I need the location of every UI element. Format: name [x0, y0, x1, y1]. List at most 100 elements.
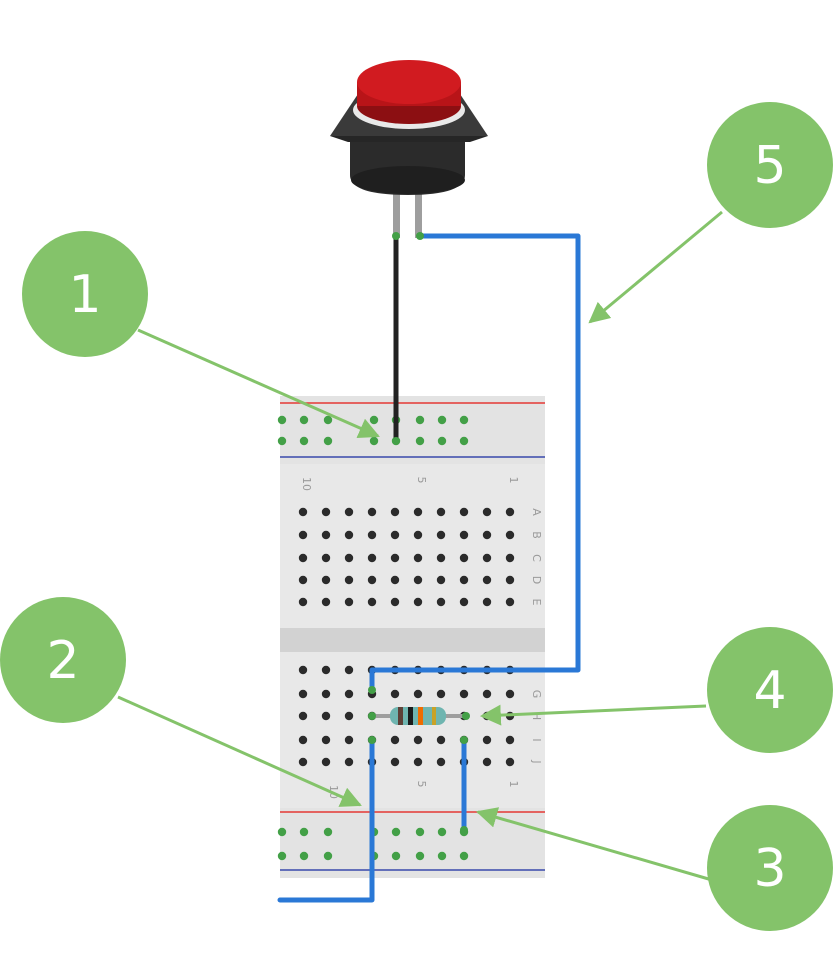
resistor-band-4 [432, 707, 436, 725]
button-leg-right [415, 188, 422, 238]
breadboard-hole [505, 689, 515, 699]
callout-4: 4 [707, 627, 833, 753]
callout-4-circle [707, 627, 833, 753]
breadboard-hole [505, 530, 515, 540]
rail-hole [299, 851, 309, 861]
breadboard-hole [390, 597, 400, 607]
breadboard-hole [390, 507, 400, 517]
breadboard-hole [436, 689, 446, 699]
resistor-band-1 [398, 707, 403, 725]
breadboard-hole [413, 553, 423, 563]
top-power-rail [280, 396, 545, 464]
resistor-band-3 [418, 707, 423, 725]
callout-2-label: 2 [46, 631, 79, 691]
breadboard-hole [367, 530, 377, 540]
breadboard-hole [367, 553, 377, 563]
breadboard: 10 5 1 10 5 1 A B C D E G H I J [277, 396, 545, 878]
breadboard-hole [390, 689, 400, 699]
breadboard-hole [482, 575, 492, 585]
rail-hole [415, 436, 425, 446]
callout-arrow-4 [479, 704, 707, 726]
breadboard-hole [390, 575, 400, 585]
resistor-end-left [368, 712, 376, 720]
blue-wire-ground [277, 737, 375, 903]
center-channel [280, 628, 545, 652]
breadboard-hole [413, 575, 423, 585]
breadboard-hole [459, 530, 469, 540]
callout-arrow-5 [588, 210, 723, 324]
rail-hole [391, 827, 401, 837]
breadboard-hole [321, 507, 331, 517]
breadboard-hole [298, 665, 308, 675]
breadboard-hole [321, 689, 331, 699]
row-letter-i: I [530, 738, 543, 741]
rail-hole [277, 415, 287, 425]
breadboard-hole [321, 735, 331, 745]
breadboard-hole [436, 507, 446, 517]
row-letter-c: C [530, 554, 543, 562]
breadboard-hole [459, 689, 469, 699]
rail-hole [369, 436, 379, 446]
callout-3-label: 3 [753, 839, 786, 899]
breadboard-hole [482, 553, 492, 563]
button-body-bottom [351, 166, 465, 194]
rail-hole [459, 436, 469, 446]
breadboard-hole [367, 575, 377, 585]
callout-1: 1 [22, 231, 148, 357]
breadboard-hole [390, 735, 400, 745]
breadboard-hole [344, 689, 354, 699]
row-letter-h: H [530, 712, 543, 720]
column-number-1-bottom: 1 [507, 781, 520, 788]
breadboard-hole [298, 507, 308, 517]
button-leg-left [393, 188, 400, 238]
rail-hole [299, 436, 309, 446]
rail-hole [277, 436, 287, 446]
breadboard-hole [298, 735, 308, 745]
breadboard-hole [344, 507, 354, 517]
row-letter-a: A [530, 508, 543, 516]
breadboard-hole [482, 757, 492, 767]
breadboard-hole [505, 575, 515, 585]
breadboard-hole [459, 507, 469, 517]
breadboard-hole [505, 757, 515, 767]
blue-wire-pin-end-top [460, 736, 468, 744]
breadboard-hole [321, 757, 331, 767]
row-letter-g: G [530, 690, 543, 699]
column-number-10-top: 10 [300, 477, 313, 491]
rail-hole [299, 827, 309, 837]
resistor-band-2 [408, 707, 413, 725]
breadboard-hole [321, 530, 331, 540]
breadboard-hole [482, 507, 492, 517]
rail-hole [437, 851, 447, 861]
rail-hole [415, 827, 425, 837]
row-letter-j: J [530, 759, 543, 763]
breadboard-hole [505, 735, 515, 745]
rail-hole [391, 851, 401, 861]
row-letter-d: D [530, 576, 543, 584]
rail-hole [323, 415, 333, 425]
breadboard-hole [344, 575, 354, 585]
breadboard-hole [436, 575, 446, 585]
breadboard-hole [344, 553, 354, 563]
breadboard-hole [459, 597, 469, 607]
breadboard-hole [413, 735, 423, 745]
callout-arrow-1 [137, 328, 380, 438]
breadboard-hole [298, 757, 308, 767]
breadboard-hole [505, 553, 515, 563]
blue-wire-button-end-board [368, 686, 376, 694]
breadboard-hole [390, 757, 400, 767]
callout-3: 3 [707, 805, 833, 931]
breadboard-hole [367, 507, 377, 517]
breadboard-hole [482, 689, 492, 699]
callout-arrow-3 [475, 807, 713, 882]
breadboard-hole [344, 530, 354, 540]
rail-hole [437, 827, 447, 837]
breadboard-hole [436, 553, 446, 563]
blue-wire-ground-end [368, 736, 376, 744]
column-number-5-top: 5 [415, 477, 428, 484]
breadboard-hole [413, 757, 423, 767]
breadboard-hole [321, 575, 331, 585]
callout-arrow-2 [117, 695, 362, 807]
breadboard-hole [298, 553, 308, 563]
breadboard-hole [505, 597, 515, 607]
